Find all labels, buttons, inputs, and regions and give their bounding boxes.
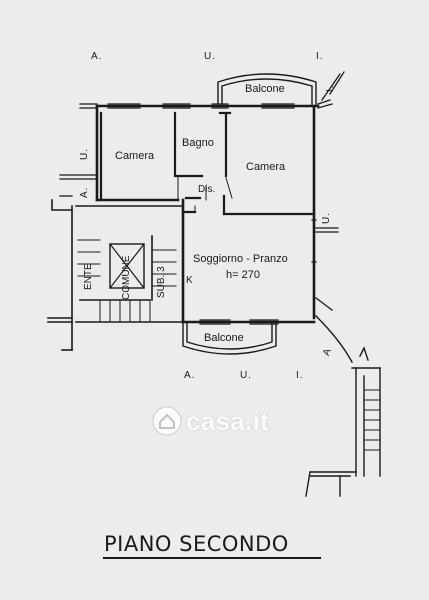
exterior-walls [95,104,320,324]
interior-walls [99,111,316,216]
common-label-comune: COMUNE [121,255,132,300]
room-label-camera-right: Camera [246,161,286,173]
external-stair [305,315,381,497]
neighbor-label-top-u: U. [204,51,216,62]
watermark: casa.it [152,406,269,436]
common-marker-k: K [186,275,193,286]
neighbor-label-bottom-i: I. [296,370,304,381]
room-label-disimpegno: Dis. [198,184,216,195]
room-label-balcone-top: Balcone [245,83,285,95]
neighbor-label-top-a: A. [91,51,103,62]
neighbor-label-top-right-i: I. [325,84,336,92]
house-logo-icon [152,406,182,436]
window-openings [107,103,317,325]
door-marks [177,175,233,213]
room-label-soggiorno: Soggiorno - Pranzo [193,253,288,265]
title-underline [103,557,321,559]
room-height-label: h= 270 [226,269,260,281]
neighbor-walls [59,71,345,311]
neighbor-label-right-u: U. [321,212,332,224]
neighbor-label-left-a: A. [79,186,90,198]
balcony-bottom [182,321,277,355]
room-label-camera-left: Camera [115,150,155,162]
common-label-sub: SUB. 3 [156,266,167,298]
neighbor-label-left-u: U. [79,148,90,160]
plan-title: PIANO SECONDO [104,532,289,556]
watermark-text: casa.it [186,406,270,436]
balcony-top [217,73,317,105]
stairwell [47,199,184,351]
room-label-bagno: Bagno [182,137,214,149]
neighbor-label-bottom-a: A. [184,370,196,381]
common-label-ente: ENTE [83,263,94,290]
neighbor-label-bottom-u: U. [240,370,252,381]
neighbor-label-top-i: I. [316,51,324,62]
room-label-balcone-bottom: Balcone [204,332,244,344]
